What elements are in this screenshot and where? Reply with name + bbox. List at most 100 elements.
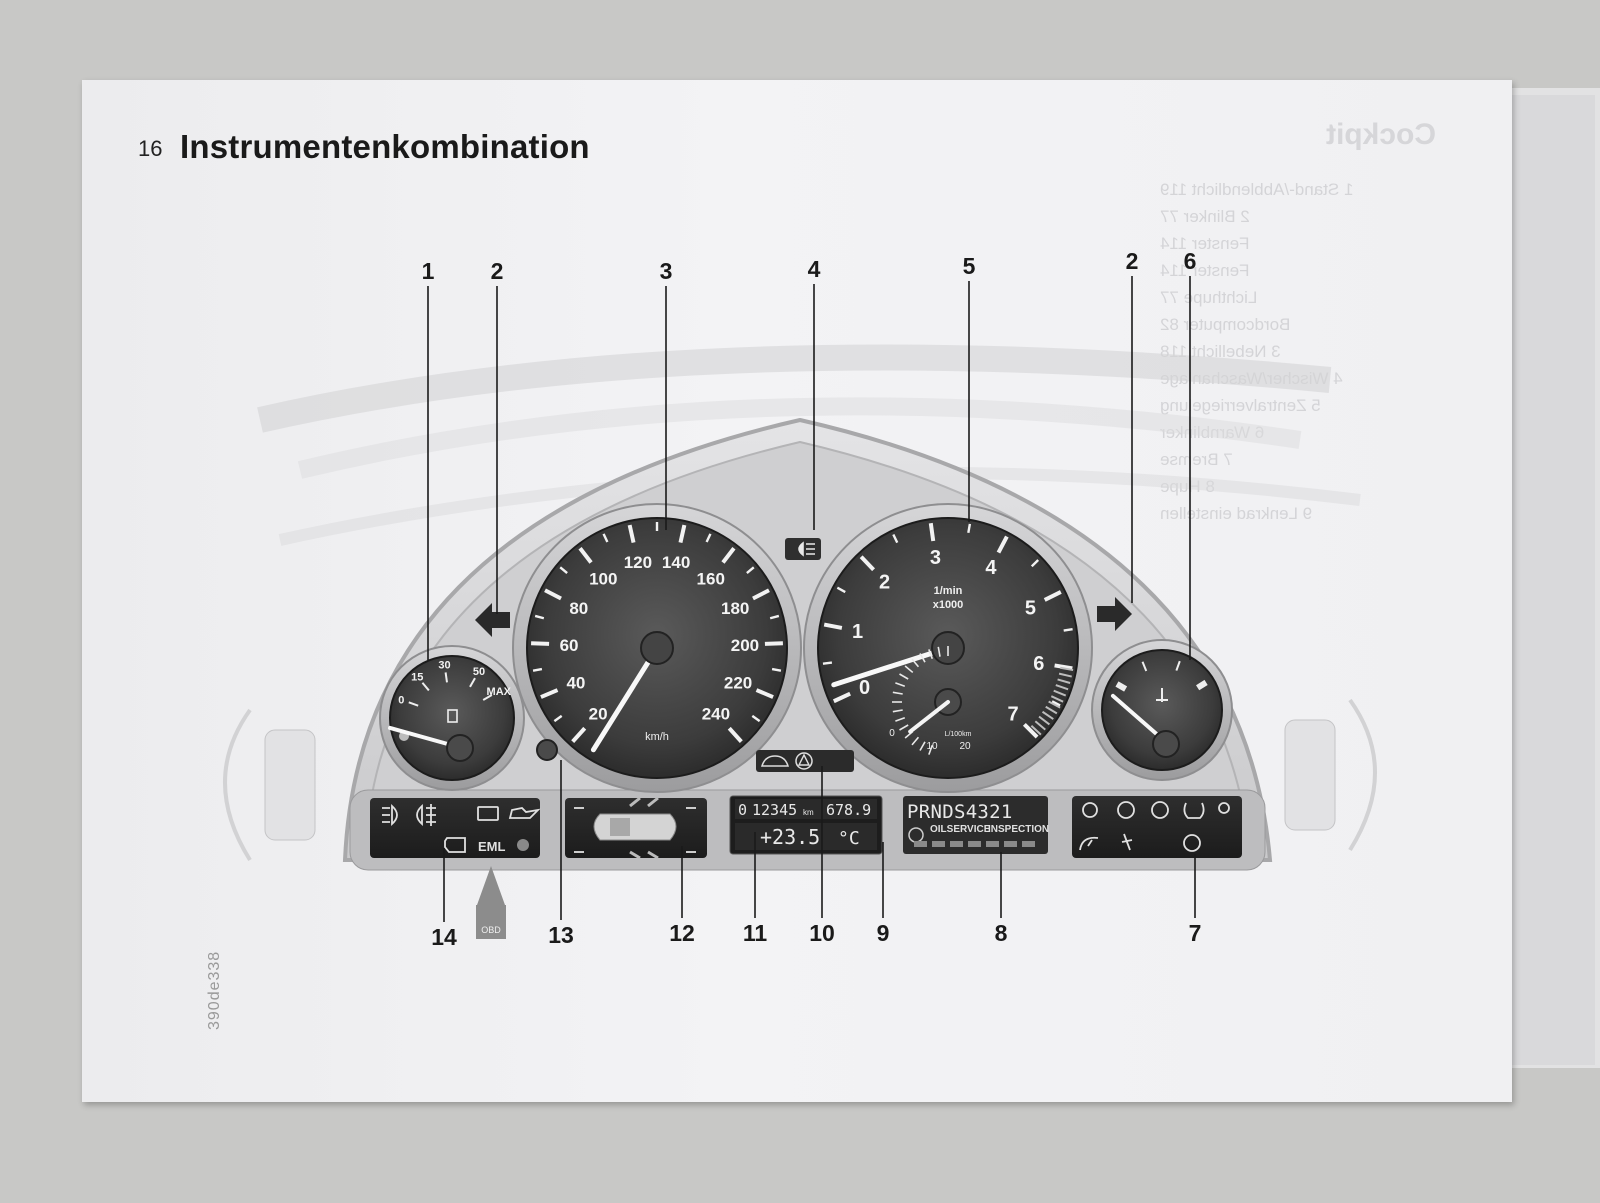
minor-tick xyxy=(559,566,568,575)
coolant-temperature-gauge xyxy=(1091,639,1233,781)
service-interval-bar xyxy=(914,841,927,847)
callout-number: 10 xyxy=(809,920,835,946)
callout-number: 1 xyxy=(421,258,435,284)
gear-and-service-display: PRNDS4321 OILSERVICE INSPECTION xyxy=(903,796,1049,854)
major-tick xyxy=(678,524,687,544)
engine-check-icon xyxy=(444,837,466,853)
major-tick xyxy=(531,641,550,646)
speed-unit-label: km/h xyxy=(645,731,669,743)
minor-tick xyxy=(751,714,761,723)
consumption-scale-label: 20 xyxy=(959,741,971,752)
dial-scale-label: 240 xyxy=(702,705,730,724)
trip-reset-button[interactable] xyxy=(536,739,558,761)
major-tick xyxy=(755,688,774,699)
dial-scale-label: 100 xyxy=(589,569,617,588)
minor-tick xyxy=(534,614,545,620)
major-tick xyxy=(1054,663,1073,671)
major-tick xyxy=(727,726,743,743)
minor-tick xyxy=(1030,559,1040,568)
minor-tick xyxy=(602,533,609,543)
major-tick xyxy=(859,555,876,572)
page-title: Instrumentenkombination xyxy=(180,128,590,165)
oil-service-label: OILSERVICE xyxy=(930,824,991,835)
hazard-triangle-icon xyxy=(797,753,811,766)
right-turn-indicator-icon xyxy=(1097,597,1132,631)
brake-pad-icon xyxy=(1151,801,1169,819)
outside-temperature-value: +23.5 xyxy=(760,825,820,849)
major-tick xyxy=(1022,722,1039,739)
dial-scale-label: 40 xyxy=(566,673,585,692)
outside-temperature-unit: °C xyxy=(838,828,860,849)
dial-scale-label: 4 xyxy=(985,557,997,579)
callout-number: 13 xyxy=(548,922,574,948)
gear-indicator: PRNDS4321 xyxy=(907,801,1013,823)
callout-number: 8 xyxy=(994,920,1008,946)
odometer-prefix: 0 xyxy=(738,801,747,819)
dial-scale-label: 120 xyxy=(624,553,652,572)
major-tick xyxy=(928,522,936,542)
service-interval-bar xyxy=(968,841,981,847)
dial-scale-label: 5 xyxy=(1025,597,1036,619)
minor-tick xyxy=(822,661,833,665)
odometer-unit: km xyxy=(803,808,814,817)
major-tick xyxy=(1043,590,1062,602)
minor-tick xyxy=(836,586,846,594)
service-interval-bar xyxy=(950,841,963,847)
minor-tick xyxy=(746,566,755,575)
seatbelt-warning-icon xyxy=(1121,833,1133,851)
trip-odometer: 678.9 xyxy=(826,801,871,819)
callout-number: 2 xyxy=(1125,248,1139,274)
dial-scale-label: 0 xyxy=(859,677,870,699)
dial-scale-label: 60 xyxy=(560,636,579,655)
callout-number: 7 xyxy=(1188,920,1202,946)
dsc-warning-icon xyxy=(1079,836,1099,851)
callout-number: 9 xyxy=(876,920,890,946)
dial-scale-label: 7 xyxy=(1007,703,1018,725)
right-vent xyxy=(1284,719,1336,831)
callout-number: 5 xyxy=(962,253,976,279)
dial-scale-label: 3 xyxy=(930,547,941,569)
major-tick xyxy=(627,524,636,544)
major-tick xyxy=(721,546,736,564)
battery-icon xyxy=(477,806,499,821)
callout-number: 4 xyxy=(807,256,821,282)
minor-tick xyxy=(771,667,782,672)
warning-lights-panel-left: EML xyxy=(370,798,541,858)
tire-pressure-icon xyxy=(1183,802,1205,819)
minor-tick xyxy=(705,533,712,543)
dial-scale-label: 6 xyxy=(1033,653,1044,675)
abs-warning-icon xyxy=(1117,801,1135,819)
callout-number: 3 xyxy=(659,258,673,284)
service-interval-bar xyxy=(1022,841,1035,847)
obd-label: OBD xyxy=(481,925,501,935)
dial-scale-label: 20 xyxy=(589,705,608,724)
parking-brake-icon xyxy=(1183,834,1201,852)
major-tick xyxy=(544,588,562,601)
dial-scale-label: 80 xyxy=(569,599,588,618)
consumption-unit-label: L/100km xyxy=(945,731,972,738)
major-tick xyxy=(823,622,843,630)
eml-label: EML xyxy=(478,839,506,854)
minor-tick xyxy=(1051,700,1061,707)
rear-fog-light-icon xyxy=(382,803,398,827)
minor-tick xyxy=(1063,628,1073,632)
consumption-scale-label: 10 xyxy=(926,741,938,752)
major-tick xyxy=(571,726,587,743)
fuel-consumption-gauge: L/100km 0 10 20 xyxy=(889,646,972,755)
dial-scale-label: 140 xyxy=(662,553,690,572)
major-tick xyxy=(996,535,1009,554)
consumption-scale-label: 0 xyxy=(889,728,895,739)
figure-reference-code: 390de338 xyxy=(206,950,223,1030)
callout-number: 12 xyxy=(669,920,695,946)
inspection-label: INSPECTION xyxy=(988,824,1049,835)
fuel-scale-label: 30 xyxy=(438,660,450,672)
obd-socket-marker: OBD xyxy=(476,866,506,939)
rpm-unit-label: 1/min xyxy=(934,585,963,597)
fuel-pump-icon xyxy=(447,709,458,723)
callout-number: 2 xyxy=(490,258,504,284)
oil-pressure-icon xyxy=(508,807,541,819)
page-number: 16 xyxy=(138,136,163,161)
